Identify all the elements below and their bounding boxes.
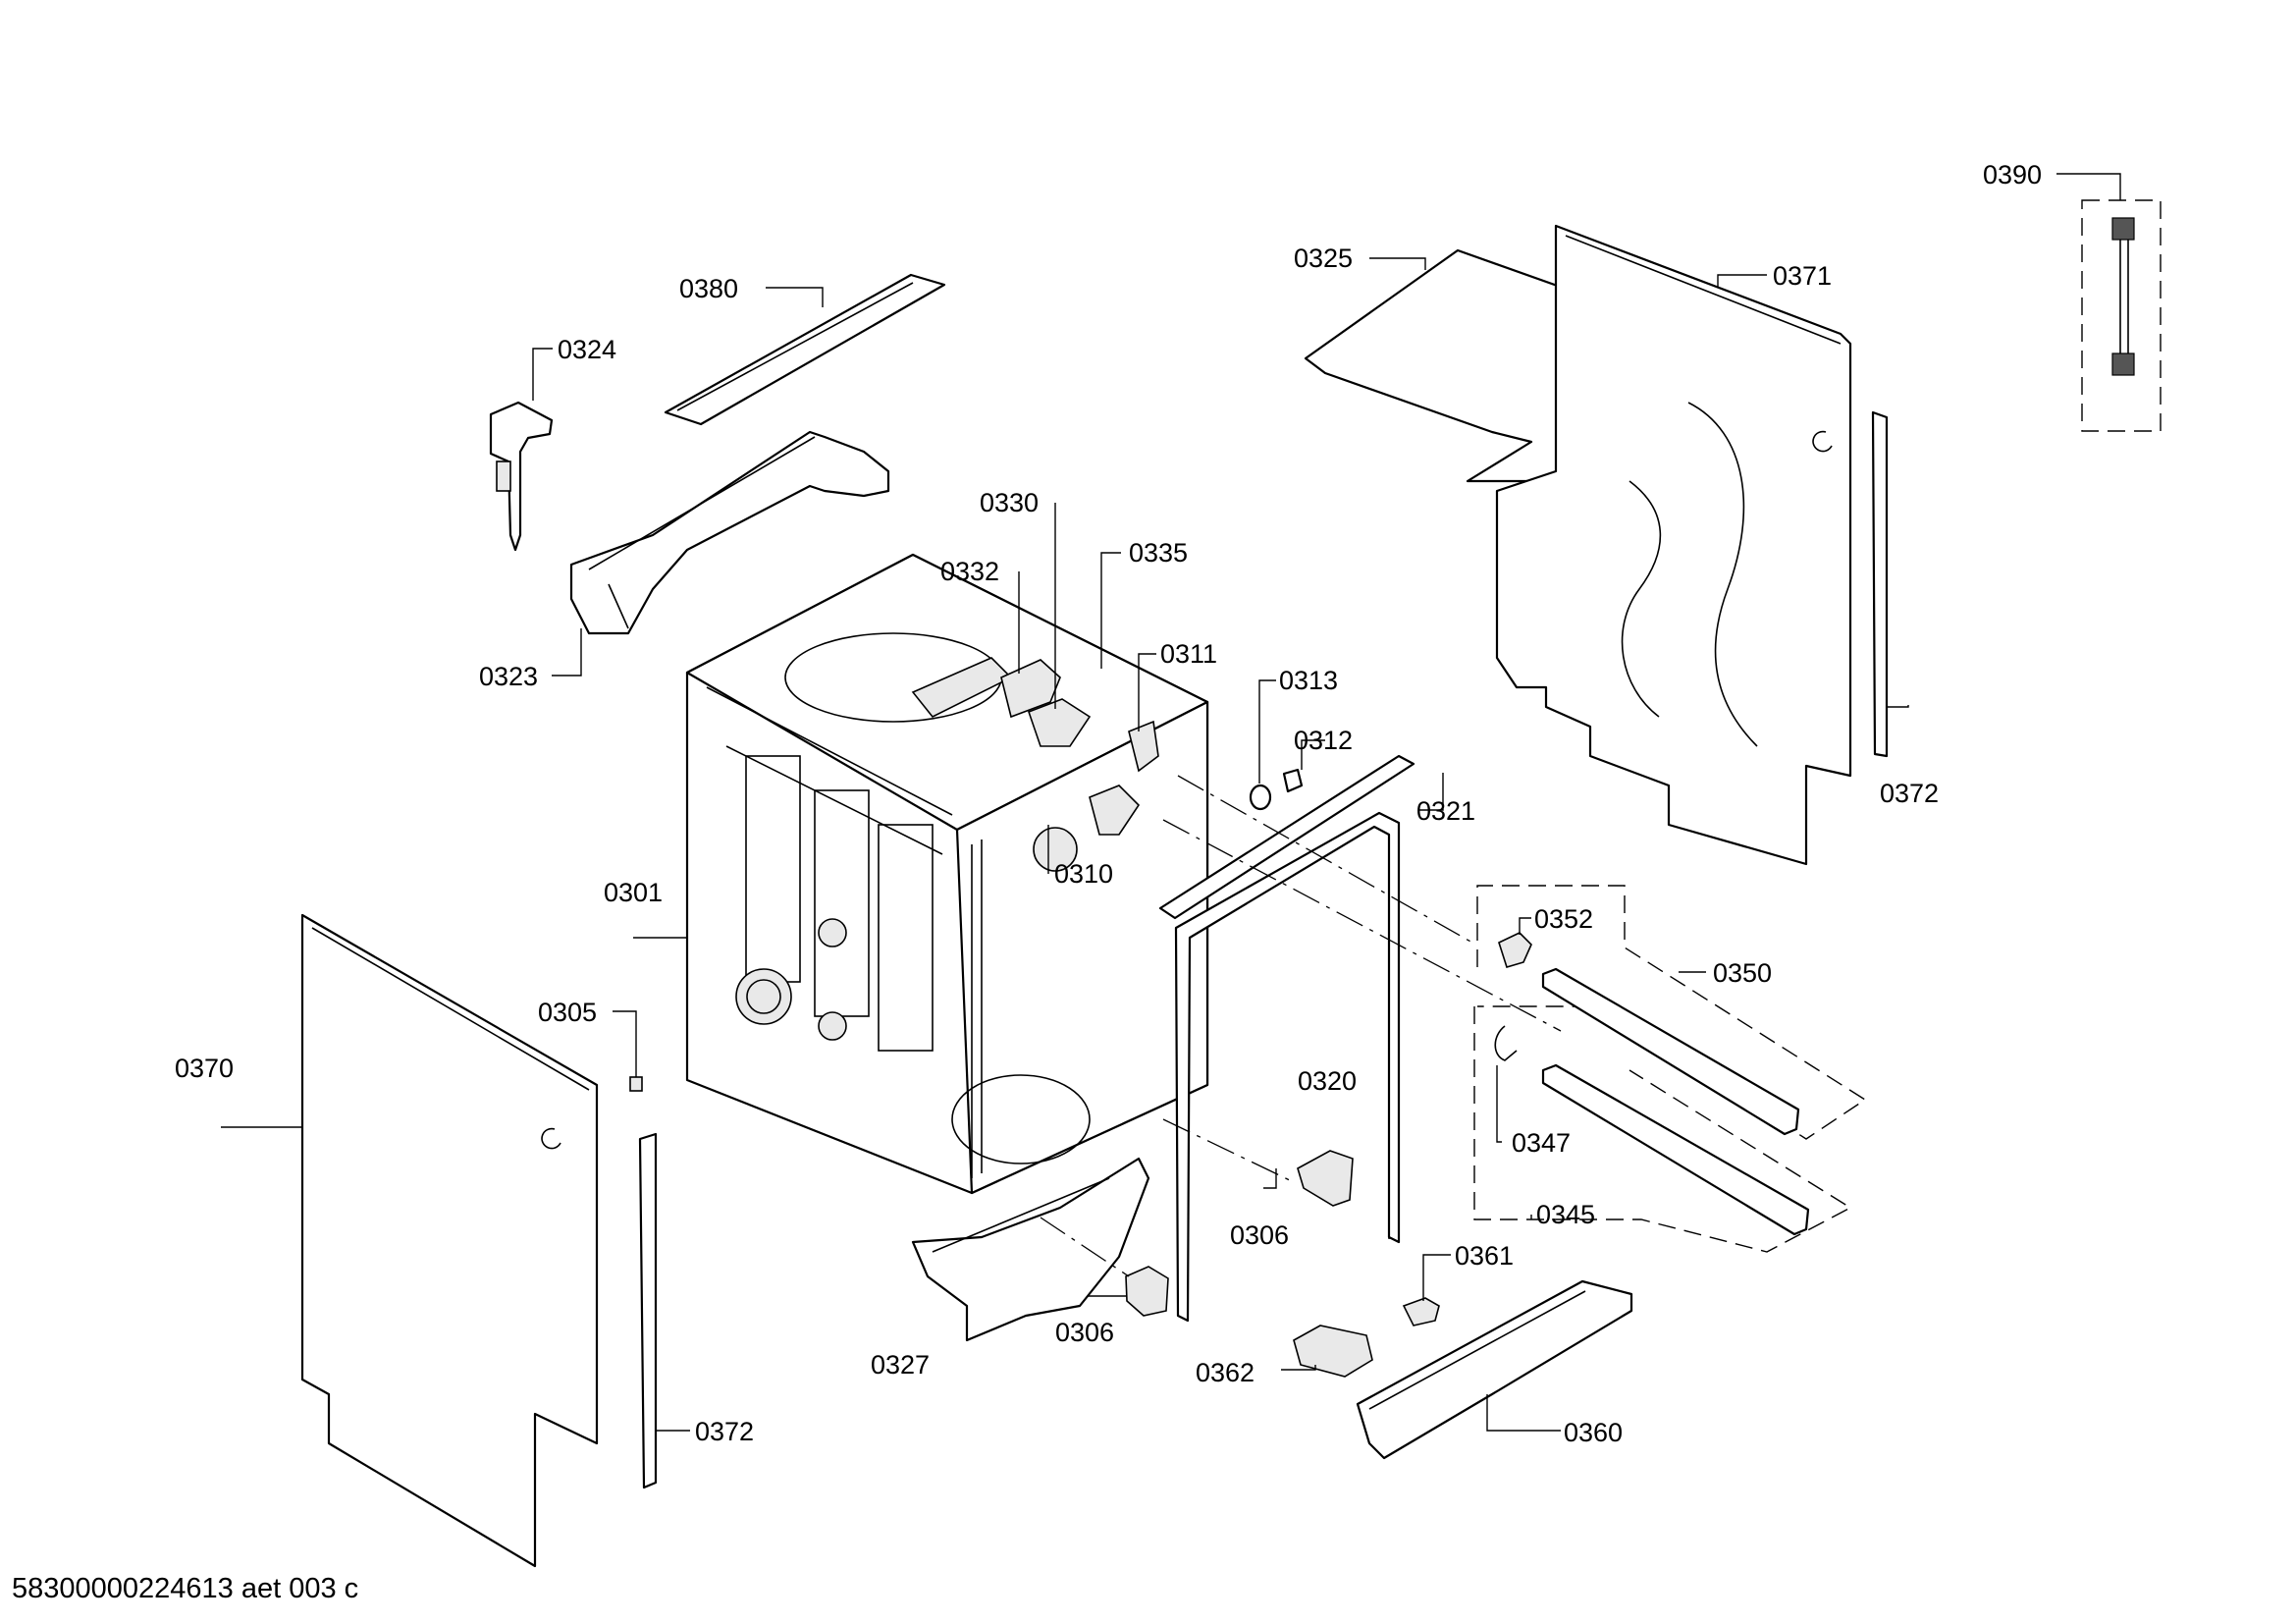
part-0372-strip-left [638, 1132, 658, 1489]
label-0321: 0321 [1416, 796, 1475, 826]
leader-lines [221, 173, 2121, 1432]
label-0390: 0390 [1983, 160, 2042, 189]
label-0347: 0347 [1512, 1128, 1571, 1158]
label-0350: 0350 [1713, 958, 1772, 988]
label-0372-right: 0372 [1880, 779, 1939, 808]
label-0310: 0310 [1054, 859, 1113, 889]
part-0327-base [911, 1157, 1150, 1342]
label-0352: 0352 [1534, 904, 1593, 934]
label-0345: 0345 [1536, 1200, 1595, 1229]
label-0305: 0305 [538, 998, 597, 1027]
document-code: 58300000224613 aet 003 c [12, 1573, 358, 1604]
label-0313: 0313 [1279, 666, 1338, 695]
label-0306-bottom: 0306 [1055, 1318, 1114, 1347]
label-0312: 0312 [1294, 726, 1353, 755]
part-0320-door-seal [1174, 811, 1401, 1323]
label-0330: 0330 [980, 488, 1039, 517]
label-0372-left: 0372 [695, 1417, 754, 1446]
part-0361-clip [1402, 1297, 1440, 1326]
label-0320: 0320 [1298, 1066, 1357, 1096]
part-labels: 0380 0324 0323 0330 0332 0335 0311 0313 … [175, 160, 2042, 1447]
part-0370-side-panel-left [300, 913, 599, 1568]
part-0371-side-panel-right [1495, 224, 1852, 866]
part-0301-tub [685, 553, 1209, 1195]
label-0380: 0380 [679, 274, 738, 303]
part-0306-bracket-bottom [1125, 1266, 1169, 1317]
label-0370: 0370 [175, 1054, 234, 1083]
part-0360-base-tray [1356, 1279, 1633, 1460]
label-0306-right: 0306 [1230, 1220, 1289, 1250]
part-0330-0332-hinge-block [1000, 659, 1159, 836]
label-0371: 0371 [1773, 261, 1832, 291]
part-0372-strip-right [1871, 410, 1889, 758]
part-0345-0347-rail-group [1473, 1006, 1852, 1253]
part-0390-hose-set [2081, 199, 2162, 432]
part-0380-top-strip [664, 273, 946, 426]
label-0325: 0325 [1294, 244, 1353, 273]
part-0324-clip [489, 401, 554, 552]
label-0324: 0324 [558, 335, 616, 364]
label-0311: 0311 [1160, 639, 1217, 669]
label-0327: 0327 [871, 1350, 930, 1380]
part-0350-0352-rail-group [1476, 885, 1867, 1140]
assembly-axis-lines [1040, 775, 1562, 1277]
part-0362-connector [1293, 1325, 1373, 1378]
part-0306-bracket-right [1297, 1150, 1354, 1207]
part-0313-washer [1249, 784, 1272, 811]
label-0301: 0301 [604, 878, 663, 907]
part-0312-screw [1282, 768, 1304, 793]
label-0335: 0335 [1129, 538, 1188, 568]
label-0323: 0323 [479, 662, 538, 691]
label-0362: 0362 [1196, 1358, 1255, 1387]
label-0332: 0332 [940, 557, 999, 586]
label-0361: 0361 [1455, 1241, 1514, 1271]
part-0305-clip [629, 1076, 643, 1092]
label-0360: 0360 [1564, 1418, 1623, 1447]
part-0323-upper-rail [569, 430, 890, 635]
